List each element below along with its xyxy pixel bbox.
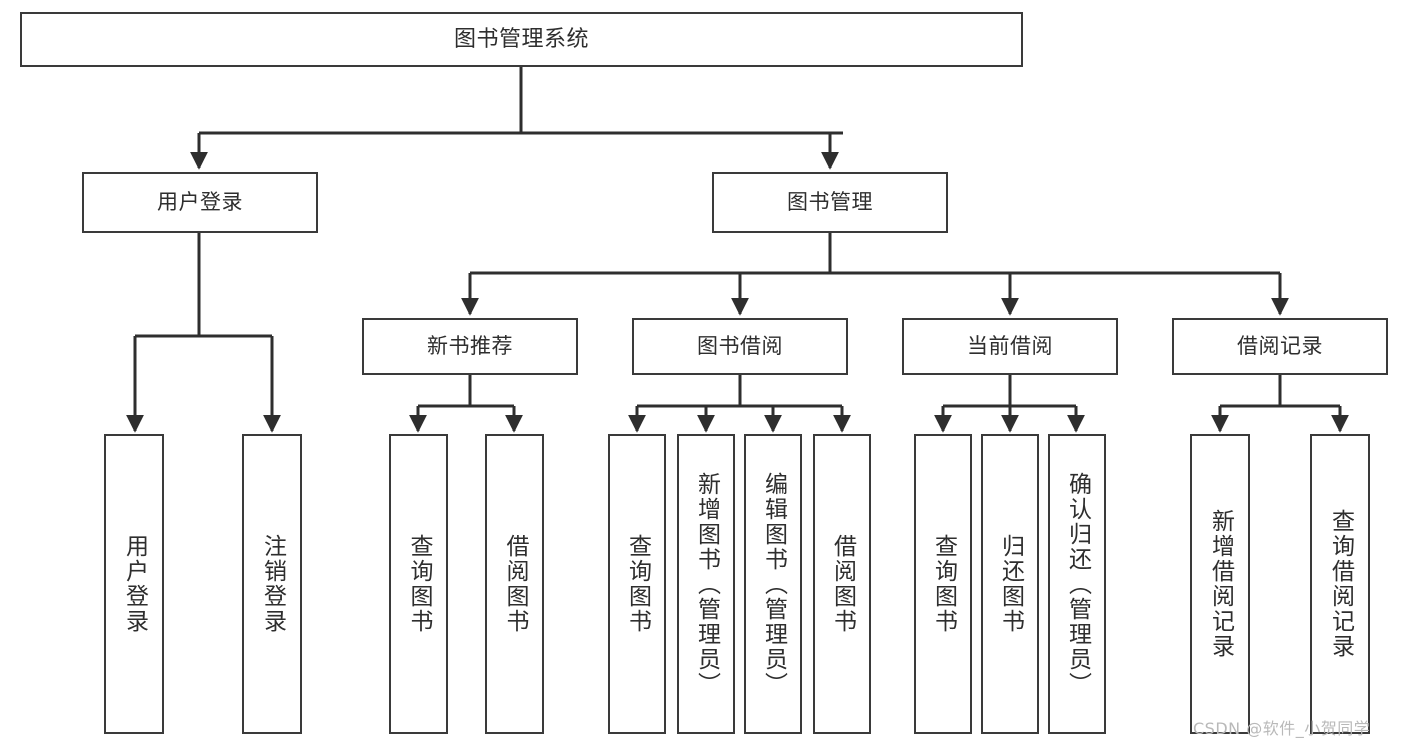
- node-label: 借阅图书: [829, 534, 856, 634]
- node-label: 查询图书: [406, 534, 432, 634]
- node-leaf-query-book-borrow[interactable]: 查询图书: [608, 434, 666, 734]
- node-leaf-query-book-recommend[interactable]: 查询图书: [389, 434, 448, 734]
- node-label: 用户登录: [121, 534, 148, 634]
- node-borrow-record[interactable]: 借阅记录: [1172, 318, 1388, 375]
- node-label: 归还图书: [997, 534, 1024, 634]
- node-leaf-add-borrow-record[interactable]: 新增借阅记录: [1190, 434, 1250, 734]
- node-leaf-borrow-book-recommend[interactable]: 借阅图书: [485, 434, 544, 734]
- node-label: 查询借阅记录: [1327, 509, 1354, 659]
- node-label: 确认归还（管理员）: [1064, 471, 1091, 697]
- csdn-watermark: CSDN @软件_小贺同学: [1193, 719, 1371, 738]
- node-label: 查询图书: [624, 534, 651, 634]
- node-label: 新增图书（管理员）: [693, 471, 720, 697]
- node-leaf-logout[interactable]: 注销登录: [242, 434, 302, 734]
- node-label: 借阅图书: [502, 534, 528, 634]
- node-new-book-recommend[interactable]: 新书推荐: [362, 318, 578, 375]
- node-label: 当前借阅: [967, 334, 1053, 359]
- node-label: 借阅记录: [1237, 334, 1323, 359]
- node-book-management[interactable]: 图书管理: [712, 172, 948, 233]
- node-label: 注销登录: [259, 534, 286, 634]
- node-leaf-borrow-book[interactable]: 借阅图书: [813, 434, 871, 734]
- node-label: 图书管理系统: [453, 26, 589, 52]
- node-label: 编辑图书（管理员）: [760, 471, 787, 697]
- node-label: 图书管理: [787, 190, 873, 215]
- node-leaf-return-book[interactable]: 归还图书: [981, 434, 1039, 734]
- node-label: 新增借阅记录: [1207, 509, 1234, 659]
- node-label: 新书推荐: [427, 334, 513, 359]
- node-leaf-user-login[interactable]: 用户登录: [104, 434, 164, 734]
- node-label: 图书借阅: [697, 334, 783, 359]
- node-book-borrow[interactable]: 图书借阅: [632, 318, 848, 375]
- node-leaf-confirm-return-admin[interactable]: 确认归还（管理员）: [1048, 434, 1106, 734]
- node-current-borrow[interactable]: 当前借阅: [902, 318, 1118, 375]
- node-leaf-add-book-admin[interactable]: 新增图书（管理员）: [677, 434, 735, 734]
- node-leaf-edit-book-admin[interactable]: 编辑图书（管理员）: [744, 434, 802, 734]
- node-label: 用户登录: [157, 190, 243, 215]
- node-leaf-query-borrow-record[interactable]: 查询借阅记录: [1310, 434, 1370, 734]
- node-root-book-management-system[interactable]: 图书管理系统: [20, 12, 1023, 67]
- node-leaf-query-book-current[interactable]: 查询图书: [914, 434, 972, 734]
- node-label: 查询图书: [930, 534, 957, 634]
- node-user-login[interactable]: 用户登录: [82, 172, 318, 233]
